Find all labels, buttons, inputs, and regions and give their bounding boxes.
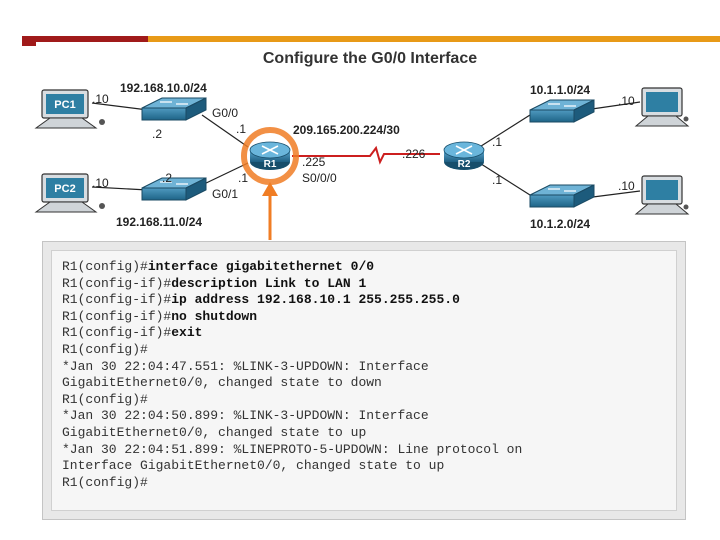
- r1-g00-addr: .1: [236, 122, 246, 136]
- switch-bottom-left-net: 192.168.11.0/24: [116, 215, 202, 229]
- link-pc1-switch: [91, 102, 149, 111]
- r2-router-icon: R2: [443, 141, 485, 170]
- console-prompt: R1(config-if)#: [62, 292, 172, 308]
- pc1-host-addr: .10: [92, 92, 109, 106]
- console-line: R1(config)#interface gigabitethernet 0/0: [62, 259, 676, 276]
- switch-top-left-icon: [141, 97, 207, 121]
- r1-router-icon: R1: [241, 127, 299, 185]
- switch-top-left-net: 192.168.10.0/24: [120, 81, 207, 95]
- r1-s000-addr: .225: [302, 155, 326, 169]
- link-switch-r1-g01: [201, 162, 249, 186]
- console-line: R1(config)#: [62, 475, 676, 492]
- link-switch-r1-g00: [201, 114, 249, 148]
- console-prompt: *Jan 30 22:04:51.899: %LINEPROTO-5-UPDOW…: [62, 441, 523, 457]
- lan-bottom-right-host-addr: .10: [618, 179, 635, 193]
- r2-bottom-addr: .1: [492, 173, 502, 187]
- console-line: *Jan 30 22:04:47.551: %LINK-3-UPDOWN: In…: [62, 359, 676, 376]
- serial-link-net: 209.165.200.224/30: [293, 123, 400, 137]
- console-command: exit: [171, 325, 203, 341]
- r2-serial-addr: .226: [402, 147, 426, 161]
- pc-top-right-icon: [634, 87, 690, 127]
- r2-label: R2: [458, 159, 471, 170]
- console-line: *Jan 30 22:04:51.899: %LINEPROTO-5-UPDOW…: [62, 442, 676, 459]
- lan-bottom-right-net: 10.1.2.0/24: [530, 217, 590, 231]
- console-line: R1(config-if)#description Link to LAN 1: [62, 276, 676, 293]
- r2-top-addr: .1: [492, 135, 502, 149]
- console-command: ip address 192.168.10.1 255.255.255.0: [171, 292, 460, 308]
- switch-bottom-right-icon: [529, 184, 595, 208]
- pc2-icon: PC2: [34, 173, 105, 213]
- accent-bar-tab: [22, 42, 36, 46]
- highlight-arrow: [262, 182, 278, 240]
- pc-bottom-right-icon: [634, 175, 690, 215]
- link-r2-switch-bottom: [477, 161, 531, 196]
- console-line: R1(config)#: [62, 392, 676, 409]
- console-line: R1(config)#: [62, 342, 676, 359]
- accent-bar-red: [22, 36, 148, 42]
- link-pc2-switch: [91, 186, 149, 191]
- console-prompt: R1(config)#: [62, 474, 148, 490]
- r1-g00-label: G0/0: [212, 106, 238, 120]
- console-line: R1(config-if)#ip address 192.168.10.1 25…: [62, 292, 676, 309]
- console-prompt: R1(config-if)#: [62, 325, 172, 341]
- console-line: Interface GigabitEthernet0/0, changed st…: [62, 458, 676, 475]
- console-output: R1(config)#interface gigabitethernet 0/0…: [51, 250, 677, 511]
- r1-g01-addr: .1: [238, 171, 248, 185]
- console-prompt: GigabitEthernet0/0, changed state to dow…: [62, 375, 382, 391]
- console-command: interface gigabitethernet 0/0: [147, 259, 375, 274]
- console-prompt: Interface GigabitEthernet0/0, changed st…: [62, 458, 445, 474]
- console-prompt: R1(config)#: [62, 391, 148, 407]
- network-topology: PC1 .10 PC2 .10 192.168.10.0/24 .2 .2 19…: [34, 81, 690, 240]
- switch-top-left-addr: .2: [152, 127, 162, 141]
- switch-top-right-icon: [529, 99, 595, 123]
- console-prompt: R1(config)#: [62, 259, 148, 274]
- console-prompt: GigabitEthernet0/0, changed state to up: [62, 424, 367, 440]
- accent-bar: [22, 36, 720, 46]
- console-prompt: R1(config)#: [62, 341, 148, 357]
- lan-top-right-host-addr: .10: [618, 94, 635, 108]
- console-panel: R1(config)#interface gigabitethernet 0/0…: [42, 241, 686, 520]
- pc2-host-addr: .10: [92, 176, 109, 190]
- console-command: description Link to LAN 1: [171, 275, 367, 291]
- console-line: *Jan 30 22:04:50.899: %LINK-3-UPDOWN: In…: [62, 408, 676, 425]
- console-line: R1(config-if)#exit: [62, 325, 676, 342]
- accent-bar-orange: [148, 36, 720, 42]
- console-prompt: *Jan 30 22:04:47.551: %LINK-3-UPDOWN: In…: [62, 358, 429, 374]
- pc1-label: PC1: [54, 99, 75, 111]
- slide-title: Configure the G0/0 Interface: [262, 50, 478, 67]
- console-line: GigabitEthernet0/0, changed state to dow…: [62, 375, 676, 392]
- pc1-icon: PC1: [34, 89, 105, 129]
- console-command: no shutdown: [171, 308, 258, 324]
- switch-bottom-left-icon: [141, 177, 207, 201]
- serial-iface-label: S0/0/0: [302, 171, 337, 185]
- link-r2-switch-top: [477, 114, 531, 149]
- console-prompt: R1(config-if)#: [62, 308, 172, 324]
- pc2-label: PC2: [54, 183, 75, 195]
- console-prompt: R1(config-if)#: [62, 275, 172, 291]
- r1-g01-label: G0/1: [212, 187, 238, 201]
- lan-top-right-net: 10.1.1.0/24: [530, 83, 590, 97]
- console-prompt: *Jan 30 22:04:50.899: %LINK-3-UPDOWN: In…: [62, 408, 429, 424]
- switch-bottom-left-addr: .2: [162, 171, 172, 185]
- console-line: GigabitEthernet0/0, changed state to up: [62, 425, 676, 442]
- console-line: R1(config-if)#no shutdown: [62, 309, 676, 326]
- r1-label: R1: [264, 159, 277, 170]
- serial-link: [292, 145, 440, 165]
